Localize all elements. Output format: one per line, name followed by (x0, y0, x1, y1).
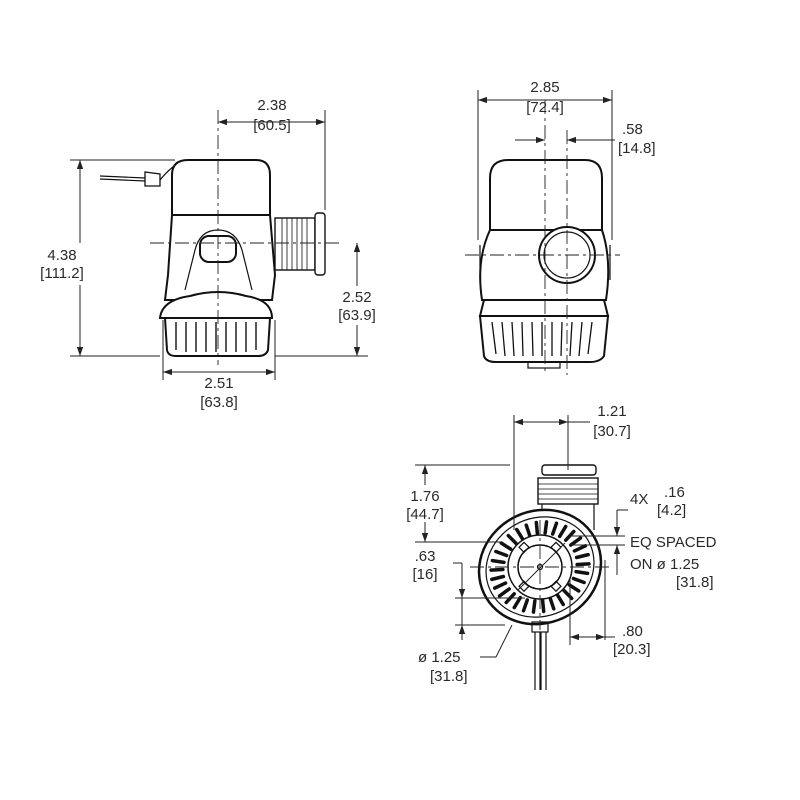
strainer-slot (548, 596, 556, 611)
dim-value-mm: [72.4] (526, 99, 564, 116)
strainer-slot (557, 524, 568, 539)
strainer-slot (490, 558, 506, 565)
hole-note-spacing: EQ SPACED (630, 534, 717, 551)
dim-value-mm: [63.8] (200, 394, 238, 411)
dim-value-mm: [31.8] (430, 668, 468, 685)
strainer-slot (521, 598, 530, 613)
dim-value-mm: [63.9] (338, 307, 376, 324)
strainer-slot (489, 567, 505, 572)
strainer-slot (497, 587, 511, 598)
dim-value: 4.38 (47, 247, 76, 264)
front-view (465, 100, 620, 375)
dim-value: 2.51 (204, 375, 233, 392)
strainer-slot (574, 552, 590, 560)
power-wire-bottom (531, 621, 549, 690)
dim-1-76: 1.76 [44.7] (406, 464, 510, 543)
strainer-slot (574, 569, 590, 576)
power-wire (99, 162, 179, 187)
strainer-slot (490, 574, 506, 582)
strainer-slot (550, 521, 559, 536)
hole-note-mm: [31.8] (676, 574, 714, 591)
dim-value: .58 (622, 121, 643, 138)
pump-cap-front (489, 159, 603, 231)
strainer-slot (494, 549, 509, 558)
dim-value-mm: [30.7] (593, 423, 631, 440)
dim-0-58: .58 [14.8] (515, 121, 656, 157)
strainer-slot (575, 562, 591, 567)
strainer-slot (499, 541, 513, 551)
dim-value: 2.52 (342, 289, 371, 306)
strainer-slot (555, 593, 565, 607)
dim-value: .16 (664, 484, 685, 501)
dim-value: ø 1.25 (418, 649, 461, 666)
strainer-slot (571, 576, 586, 585)
base-hood-front (478, 299, 610, 317)
base-hood (158, 291, 274, 319)
strainer-slot (512, 595, 523, 610)
dim-value-mm: [20.3] (613, 641, 651, 658)
dim-value: .63 (415, 548, 436, 565)
dim-value-mm: [16] (412, 566, 437, 583)
dim-value: 2.38 (257, 97, 286, 114)
dim-value: .80 (622, 623, 643, 640)
pump-cap (171, 159, 271, 216)
dim-value-mm: [111.2] (40, 265, 84, 282)
strainer-slot (515, 527, 525, 541)
dim-value: 1.76 (410, 488, 439, 505)
dim-2-52: 2.52 [63.9] (275, 243, 376, 357)
dim-value-mm: [4.2] (657, 502, 686, 519)
dim-2-38: 2.38 [60.5] (218, 97, 326, 210)
hole-qty: 4X (630, 491, 648, 508)
dim-value: 1.21 (597, 403, 626, 420)
dim-hole-size: 4X .16 [4.2] EQ SPACED ON ø 1.25 [31.8] (570, 484, 717, 591)
strainer-slot (524, 523, 532, 538)
strainer-slot (543, 520, 549, 535)
hole-note-diameter: ON ø 1.25 (630, 556, 699, 573)
dim-2-85: 2.85 [72.4] (477, 79, 613, 240)
dim-0-63: .63 [16] (412, 548, 525, 640)
outlet-thread-side (274, 212, 326, 276)
strainer-slot (564, 529, 576, 542)
strainer-slot (506, 533, 518, 546)
dim-4-38: 4.38 [111.2] (40, 159, 175, 357)
dim-0-80: .80 [20.3] (569, 560, 651, 658)
strainer-slot (492, 581, 508, 590)
dim-value: 2.85 (530, 79, 559, 96)
dim-value-mm: [60.5] (253, 117, 291, 134)
dim-diameter: ø 1.25 [31.8] (418, 624, 513, 685)
strainer-slot (569, 536, 583, 547)
dim-1-21: 1.21 [30.7] (513, 403, 631, 530)
bottom-view (470, 464, 612, 690)
strainer-slot (540, 598, 546, 614)
side-view (99, 110, 340, 365)
strainer-slot (534, 520, 540, 536)
strainer-slot (531, 599, 537, 614)
strainer-slots (489, 520, 591, 614)
strainer-slot (572, 544, 588, 553)
dim-value-mm: [14.8] (618, 140, 656, 157)
strainer-slot (567, 583, 581, 593)
strainer-front (478, 315, 610, 363)
dim-value-mm: [44.7] (406, 506, 444, 523)
strainer-base (163, 317, 272, 357)
dim-2-51: 2.51 [63.8] (162, 320, 276, 411)
